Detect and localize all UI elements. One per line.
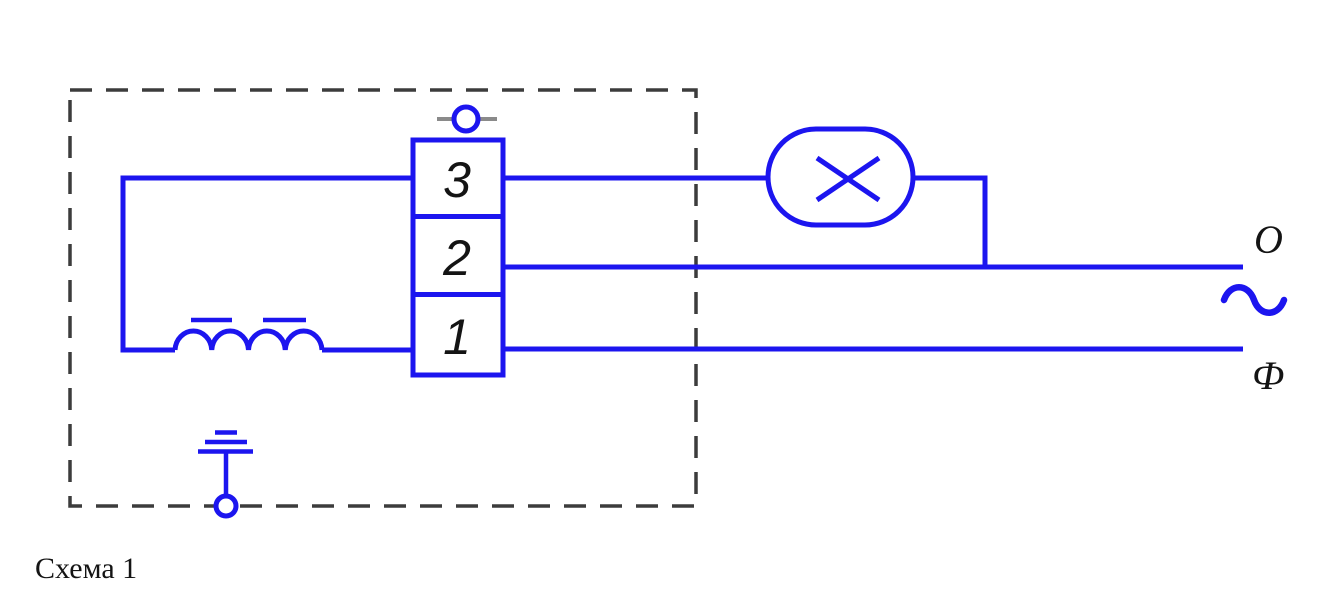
phase-label: Ф xyxy=(1252,353,1284,398)
wire-lamp-to-neutral xyxy=(913,175,988,267)
lamp-body xyxy=(765,126,916,228)
earth-ground-icon xyxy=(198,430,253,519)
lamp-icon xyxy=(765,126,916,228)
ground-pin-circle xyxy=(213,493,239,519)
terminal-1-label: 1 xyxy=(443,309,471,365)
device-boundary-box xyxy=(68,88,698,508)
lamp-cross-stroke xyxy=(815,155,881,203)
pin-connector-icon xyxy=(437,104,497,134)
pin-connector-circle xyxy=(451,104,481,134)
terminal-block-outline xyxy=(410,137,506,378)
wire-left-loop xyxy=(120,175,413,353)
diagram-caption: Схема 1 xyxy=(35,552,137,585)
terminal-block: 3 2 1 xyxy=(410,137,506,378)
inductor-coil-icon xyxy=(172,317,325,351)
terminal-3-label: 3 xyxy=(443,152,471,208)
ac-symbol-icon xyxy=(1220,284,1288,316)
terminal-2-label: 2 xyxy=(442,230,471,286)
inductor-winding xyxy=(172,328,325,351)
neutral-label: O xyxy=(1254,217,1283,262)
